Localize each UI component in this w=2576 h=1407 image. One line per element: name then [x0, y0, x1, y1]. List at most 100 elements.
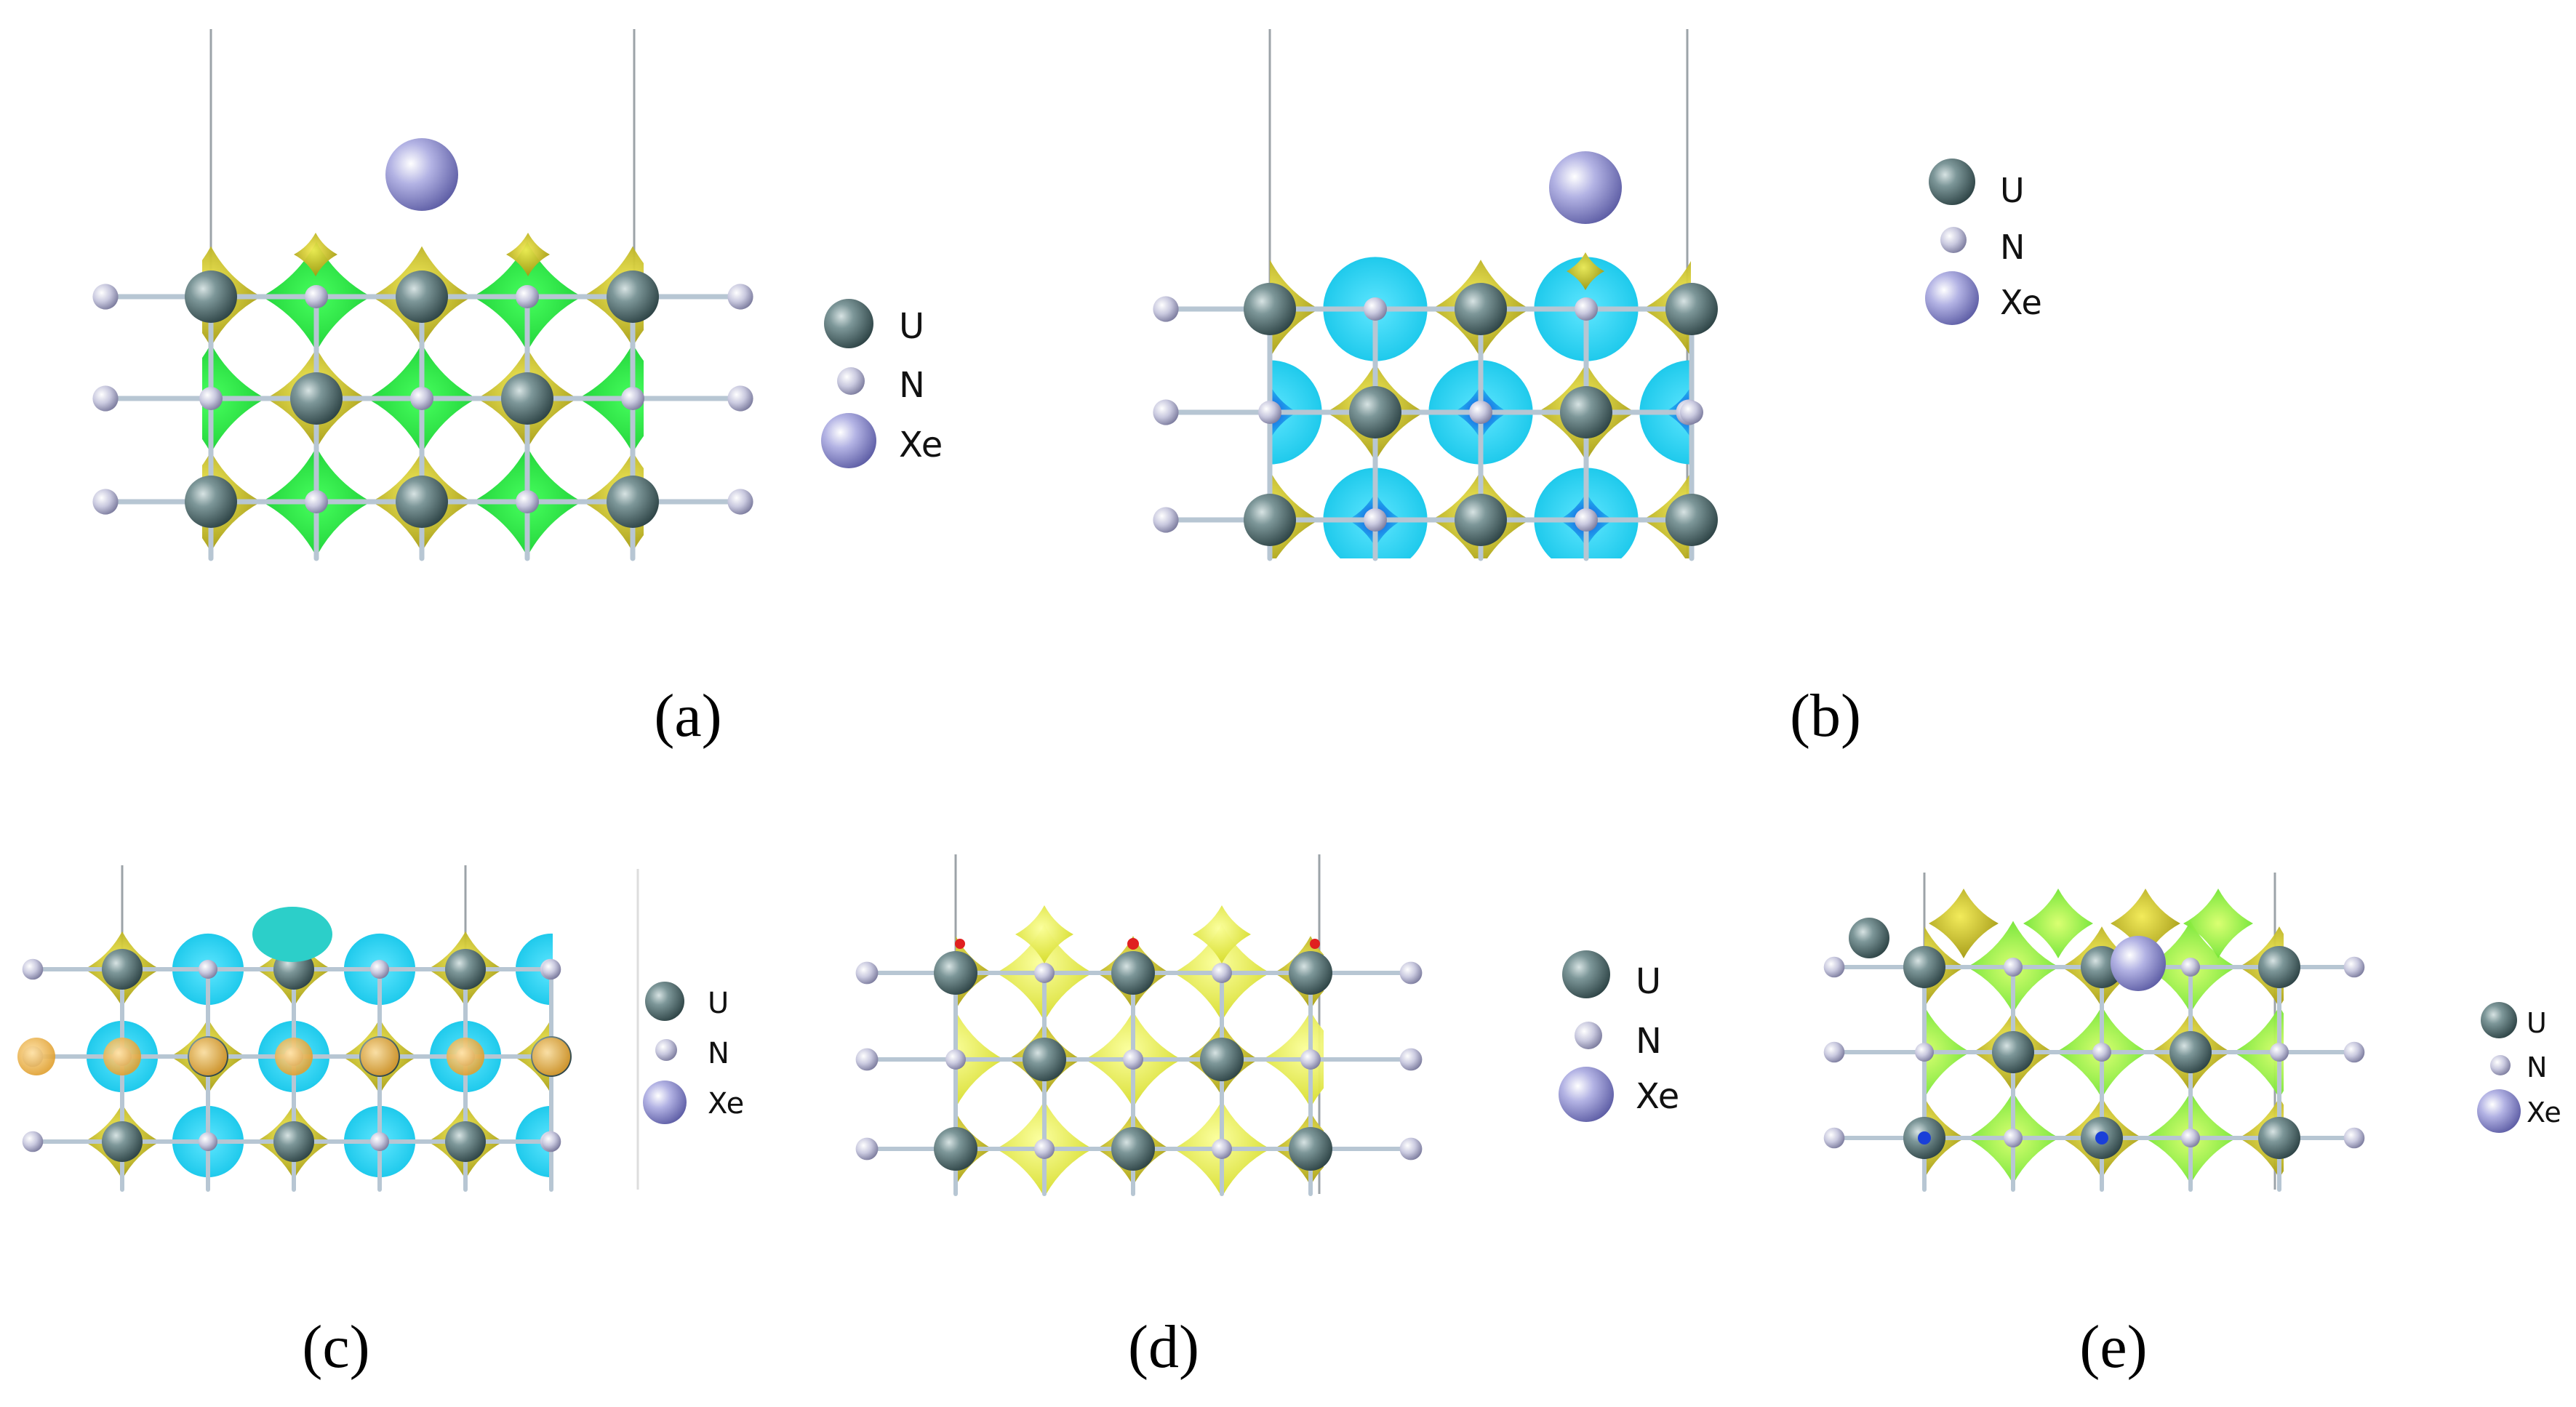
n-atom	[1823, 1127, 1845, 1149]
legend-a: U N Xe	[821, 299, 943, 468]
n-atom	[1823, 956, 1845, 978]
n-atom	[1153, 296, 1179, 322]
n-atom	[370, 1132, 389, 1151]
orange-isosurface	[361, 1038, 399, 1075]
cyan-isosurface	[252, 907, 332, 962]
red-isosurface	[955, 939, 965, 949]
n-atom	[1680, 401, 1703, 424]
surface-isosurface	[2183, 889, 2253, 958]
n-atom	[305, 285, 328, 308]
u-atom	[1665, 283, 1718, 335]
orange-isosurface	[275, 1038, 313, 1075]
u-atom	[1455, 494, 1507, 546]
surface-isosurface	[2023, 889, 2093, 958]
n-atom	[1034, 1139, 1055, 1159]
red-isosurface	[1310, 939, 1320, 949]
legend-n-icon	[837, 367, 865, 395]
legend-d: U N Xe	[1559, 950, 1679, 1122]
panel-c	[17, 865, 639, 1192]
legend-u-label: U	[2000, 171, 2025, 210]
u-atom	[1665, 494, 1718, 546]
u-atom	[934, 951, 977, 995]
legend-xe-label: Xe	[1636, 1076, 1679, 1117]
caption-c: (c)	[302, 1313, 369, 1381]
n-atom	[1123, 1049, 1143, 1070]
xe-atom	[2111, 936, 2166, 991]
n-atom	[199, 1132, 217, 1151]
u-atom	[607, 270, 659, 323]
n-atom	[516, 490, 539, 513]
legend-xe-icon	[2477, 1089, 2521, 1133]
legend-xe-icon	[821, 413, 876, 468]
legend-u-label: U	[2527, 1007, 2547, 1039]
n-atom	[1469, 401, 1492, 424]
xe-atom	[385, 138, 458, 211]
orange-isosurface	[103, 1038, 141, 1075]
u-atom	[1289, 951, 1332, 995]
u-atom	[445, 1121, 486, 1162]
u-atom	[185, 476, 237, 528]
u-atom	[102, 949, 143, 990]
u-atom	[1244, 494, 1296, 546]
u-atom	[1200, 1038, 1244, 1081]
legend-u-icon	[645, 982, 684, 1021]
u-atom	[501, 372, 553, 425]
n-atom	[92, 385, 119, 412]
legend-u-label: U	[708, 987, 729, 1020]
n-atom	[1364, 508, 1387, 532]
pale-yellow-isosurface	[1015, 905, 1073, 963]
u-atom	[1023, 1038, 1066, 1081]
n-atom	[92, 489, 119, 515]
u-atom	[1349, 386, 1401, 438]
legend-u-icon	[2481, 1002, 2517, 1038]
u-atom	[185, 270, 237, 323]
n-atom	[22, 958, 44, 980]
legend-n-label: N	[899, 365, 925, 406]
n-atom	[1300, 1049, 1321, 1070]
orange-isosurface	[189, 1038, 227, 1075]
legend-n-icon	[2490, 1055, 2511, 1075]
legend-n-icon	[1940, 227, 1967, 253]
u-atom	[934, 1127, 977, 1171]
caption-b: (b)	[1790, 682, 1861, 750]
legend-xe-icon	[643, 1081, 687, 1124]
n-atom	[727, 284, 753, 310]
legend-e: U N Xe	[2477, 1002, 2561, 1133]
u-atom	[102, 1121, 143, 1162]
n-atom	[2270, 1043, 2289, 1062]
u-atom	[1903, 946, 1945, 988]
u-atom	[2258, 1117, 2300, 1159]
n-atom	[22, 1131, 44, 1153]
n-atom	[410, 387, 433, 410]
u-atom	[1455, 283, 1507, 335]
panel-a	[92, 29, 753, 561]
u-atom	[1992, 1031, 2034, 1073]
legend-n-label: N	[2000, 228, 2025, 267]
u-atom	[607, 476, 659, 528]
legend-n-label: N	[1636, 1021, 1662, 1062]
n-atom	[2343, 1127, 2365, 1149]
legend-b: U N Xe	[1925, 159, 2042, 325]
n-atom	[542, 960, 561, 979]
n-atom	[516, 285, 539, 308]
xe-atom	[1549, 151, 1622, 224]
caption-e: (e)	[2079, 1313, 2147, 1381]
legend-xe-label: Xe	[2527, 1097, 2561, 1129]
n-atom	[199, 387, 223, 410]
u-atom	[396, 270, 448, 323]
yellow-isosurface	[294, 233, 337, 276]
surface-isosurface	[2111, 889, 2180, 958]
u-atom	[2169, 1031, 2212, 1073]
red-isosurface	[1127, 938, 1139, 950]
pale-yellow-isosurface	[1193, 905, 1251, 963]
legend-n-icon	[1575, 1022, 1602, 1049]
yellow-isosurface	[1567, 252, 1604, 290]
yellow-isosurface	[506, 233, 550, 276]
orange-isosurface	[532, 1038, 570, 1075]
n-atom	[305, 490, 328, 513]
n-atom	[1915, 1043, 1934, 1062]
n-atom	[1212, 963, 1232, 983]
panel-b	[1153, 29, 1718, 561]
u-atom	[1289, 1127, 1332, 1171]
